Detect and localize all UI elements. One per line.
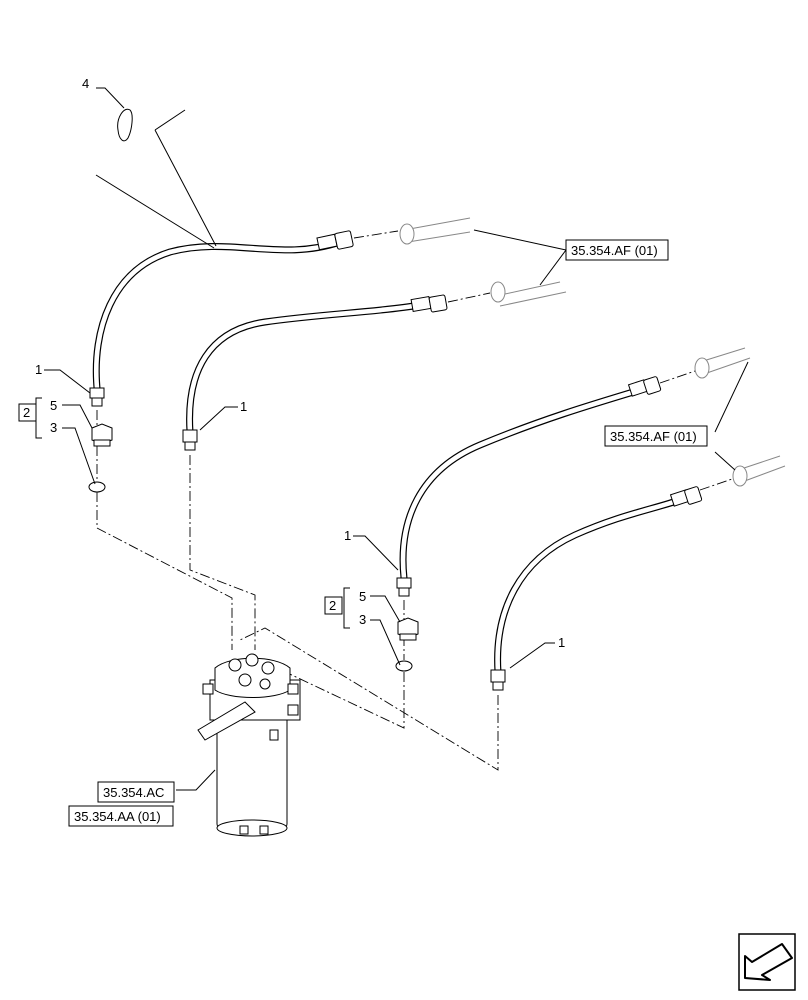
callout-2-right: 2 [329, 598, 336, 613]
hose-lower-right [490, 486, 703, 691]
leader-lines [35, 87, 749, 791]
callout-3-left: 3 [50, 420, 57, 435]
callout-1-upper-left: 1 [35, 362, 42, 377]
callout-2-left: 2 [23, 405, 30, 420]
hose-upper-right [182, 294, 448, 451]
callout-1-upper-right: 1 [240, 399, 247, 414]
ref-upper-lines[interactable]: 35.354.AF (01) [571, 243, 658, 258]
adapter-right [397, 617, 419, 641]
ref-lower-lines[interactable]: 35.354.AF (01) [610, 429, 697, 444]
protective-cap [117, 108, 133, 142]
ref-steering-unit[interactable]: 35.354.AC [103, 785, 164, 800]
callout-1-lower-right: 1 [558, 635, 565, 650]
callout-5-right: 5 [359, 589, 366, 604]
next-page-arrow-icon[interactable] [738, 933, 796, 991]
hose-lower-left [396, 376, 662, 597]
callout-4: 4 [82, 76, 89, 91]
o-ring-left [88, 481, 106, 493]
adapter-left [91, 423, 113, 447]
hose-upper-left [89, 230, 354, 407]
callout-3-right: 3 [359, 612, 366, 627]
callout-5-left: 5 [50, 398, 57, 413]
steering-unit [197, 653, 301, 837]
centre-lines [96, 230, 733, 771]
o-ring-right [395, 660, 413, 672]
ref-steering-assy[interactable]: 35.354.AA (01) [74, 809, 161, 824]
mating-pipes-gray [399, 217, 786, 487]
callout-1-lower-left: 1 [344, 528, 351, 543]
